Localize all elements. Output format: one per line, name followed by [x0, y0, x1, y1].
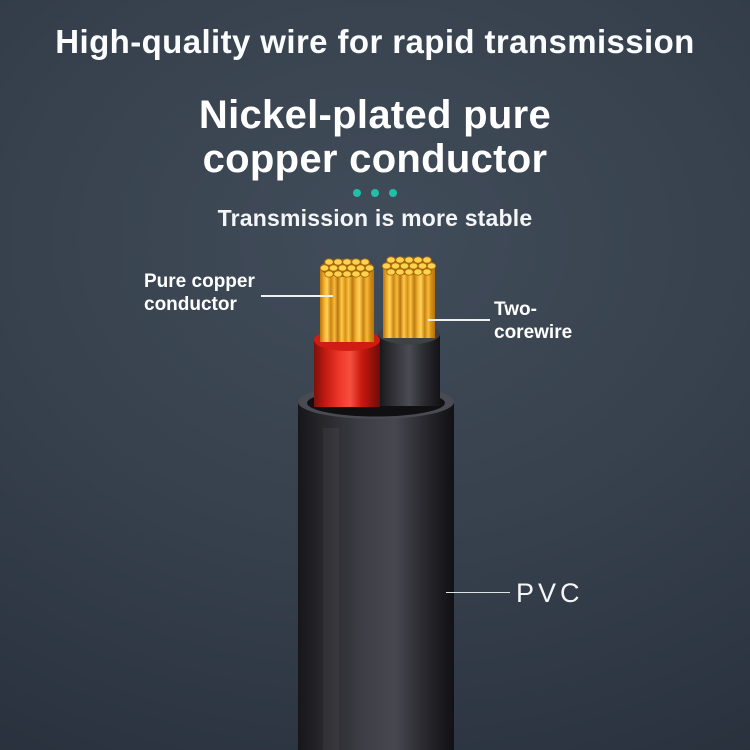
- dot-icon: [389, 189, 397, 197]
- page-title: High-quality wire for rapid transmission: [55, 23, 695, 60]
- callout-line-pure-copper: [261, 295, 333, 297]
- callout-two-core-label: Two- corewire: [494, 298, 572, 344]
- callout-two-core-line-2: corewire: [494, 322, 573, 343]
- callout-two-core-line-1: Two-: [494, 299, 537, 320]
- callout-pure-copper-line-1: Pure copper: [144, 271, 255, 292]
- cable-cross-section-illustration: [298, 256, 454, 750]
- callout-line-pvc: [446, 592, 510, 593]
- callout-pure-copper-line-2: conductor: [144, 294, 237, 315]
- dot-icon: [353, 189, 361, 197]
- callout-pvc-label: PVC: [516, 578, 584, 608]
- callout-line-two-core: [428, 319, 490, 321]
- tagline: Transmission is more stable: [217, 205, 533, 231]
- subtitle: Nickel-plated pure copper conductor: [0, 93, 750, 181]
- subtitle-line-1: Nickel-plated pure: [198, 93, 552, 137]
- callout-pure-copper-label: Pure copper conductor: [144, 270, 255, 316]
- dot-icon: [371, 189, 379, 197]
- decor-dots: [0, 189, 750, 197]
- subtitle-line-2: copper conductor: [202, 137, 548, 181]
- cable-illustration: [225, 252, 525, 750]
